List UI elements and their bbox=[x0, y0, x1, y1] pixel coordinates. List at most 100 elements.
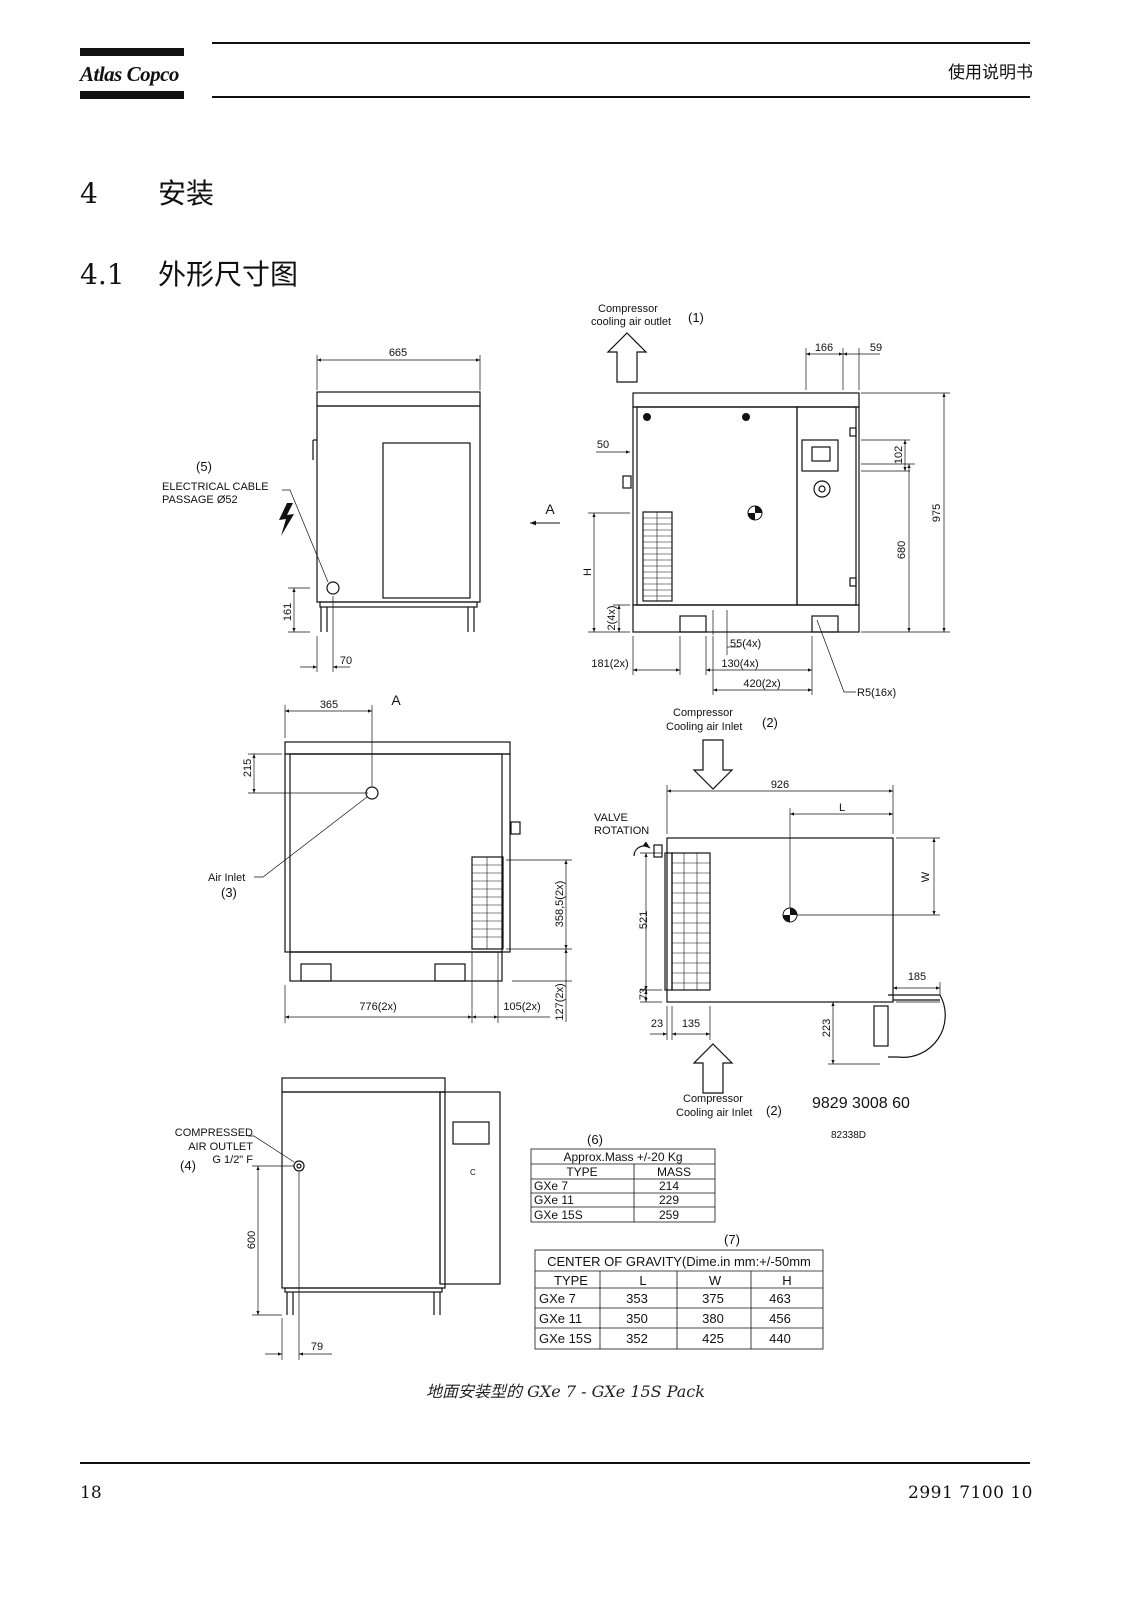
logo-wordmark: Atlas Copco bbox=[80, 62, 179, 86]
dim-223: 223 bbox=[821, 1019, 833, 1037]
mass-table-cell: 259 bbox=[659, 1208, 679, 1222]
dim-975: 975 bbox=[931, 504, 943, 522]
dim-365: 365 bbox=[320, 699, 338, 711]
outlet-number: (4) bbox=[180, 1158, 196, 1173]
mass-table-cell: 214 bbox=[659, 1179, 679, 1193]
inlet-bottom-line2: Cooling air Inlet bbox=[676, 1107, 752, 1119]
dim-73: 73 bbox=[638, 988, 650, 1000]
mass-table-header-mass: MASS bbox=[657, 1165, 691, 1179]
dim-h: H bbox=[582, 568, 594, 576]
cog-table-cell: 353 bbox=[626, 1291, 648, 1306]
valve-rotation-line2: ROTATION bbox=[594, 825, 649, 837]
air-inlet-number: (3) bbox=[221, 885, 237, 900]
chapter-title: 安装 bbox=[158, 177, 215, 210]
cog-table-header-l: L bbox=[639, 1273, 646, 1288]
mass-table-header-type: TYPE bbox=[566, 1165, 597, 1179]
cog-table-cell: 463 bbox=[769, 1291, 791, 1306]
inlet-top-number: (2) bbox=[762, 715, 778, 730]
view-a-drawing bbox=[284, 741, 521, 982]
cooling-outlet-arrow-icon bbox=[606, 332, 648, 383]
cog-table-cell: GXe 15S bbox=[539, 1331, 592, 1346]
cable-callout-line1: ELECTRICAL CABLE bbox=[162, 481, 269, 493]
section-number: 4.1 bbox=[80, 258, 125, 291]
dim-l: L bbox=[839, 802, 845, 814]
electrical-hazard-icon bbox=[279, 503, 294, 536]
dim-166: 166 bbox=[815, 342, 833, 354]
dim-127: 127(2x) bbox=[554, 983, 566, 1020]
cooling-inlet-bottom-arrow-icon bbox=[692, 1043, 734, 1094]
mass-table-title: Approx.Mass +/-20 Kg bbox=[563, 1150, 682, 1164]
dim-776: 776(2x) bbox=[359, 1001, 396, 1013]
top-view-drawing bbox=[653, 837, 946, 1058]
dim-358-5: 358,5(2x) bbox=[554, 881, 566, 927]
logo-bar-top bbox=[80, 48, 184, 56]
outlet-line2: AIR OUTLET bbox=[188, 1141, 253, 1153]
cog-table: (7) CENTER OF GRAVITY(Dime.in mm:+/-50mm… bbox=[534, 1232, 824, 1350]
cog-table-header-h: H bbox=[782, 1273, 791, 1288]
lifting-hole-left bbox=[643, 413, 651, 421]
inlet-top-line1: Compressor bbox=[673, 707, 733, 719]
dim-2x4: 2(4x) bbox=[606, 605, 618, 630]
section-title: 外形尺寸图 bbox=[158, 258, 299, 291]
view-a-title: A bbox=[391, 692, 401, 708]
cog-table-number: (7) bbox=[724, 1232, 740, 1247]
mass-table-cell: GXe 15S bbox=[534, 1208, 583, 1222]
view-a-grille bbox=[472, 857, 503, 949]
cooling-outlet-line1: Compressor bbox=[598, 303, 658, 315]
front-view-drawing bbox=[622, 392, 860, 633]
cog-table-cell: GXe 7 bbox=[539, 1291, 576, 1306]
dim-50: 50 bbox=[597, 439, 609, 451]
dim-665: 665 bbox=[389, 347, 407, 359]
side-view-dimensions bbox=[282, 355, 481, 672]
section-heading: 4.1 外形尺寸图 bbox=[80, 253, 298, 293]
header-doc-type: 使用说明书 bbox=[948, 63, 1033, 83]
dim-23: 23 bbox=[651, 1018, 663, 1030]
dimension-drawing: 665 161 70 (5) ELECTRICAL CABLE PASSAGE … bbox=[162, 303, 950, 1360]
dim-r5: R5(16x) bbox=[857, 687, 896, 699]
cog-table-cell: 456 bbox=[769, 1311, 791, 1326]
dim-161: 161 bbox=[282, 603, 294, 621]
chapter-number: 4 bbox=[80, 177, 98, 210]
rear-view-drawing bbox=[281, 1077, 501, 1315]
dim-420: 420(2x) bbox=[743, 678, 780, 690]
inlet-bottom-number: (2) bbox=[766, 1103, 782, 1118]
outlet-line3: G 1/2" F bbox=[212, 1154, 253, 1166]
dim-102: 102 bbox=[893, 446, 905, 464]
mass-table-cell: GXe 11 bbox=[534, 1193, 574, 1207]
cable-callout-number: (5) bbox=[196, 459, 212, 474]
dim-105: 105(2x) bbox=[503, 1001, 540, 1013]
chapter-heading: 4 安装 bbox=[80, 172, 214, 212]
logo-bar-bottom bbox=[80, 91, 184, 99]
cooling-outlet-line2: cooling air outlet bbox=[591, 316, 671, 328]
cog-table-header-type: TYPE bbox=[554, 1273, 588, 1288]
top-view-grille bbox=[672, 853, 710, 990]
dim-135: 135 bbox=[682, 1018, 700, 1030]
mass-table: (6) Approx.Mass +/-20 Kg TYPE MASS GXe 7… bbox=[530, 1132, 716, 1223]
atlas-copco-logo: Atlas Copco bbox=[80, 48, 184, 100]
front-view-dimensions bbox=[588, 348, 950, 695]
cable-callout-line2: PASSAGE Ø52 bbox=[162, 494, 238, 506]
mass-table-cell: GXe 7 bbox=[534, 1179, 568, 1193]
dim-680: 680 bbox=[896, 541, 908, 559]
rear-mark-c: C bbox=[470, 1168, 476, 1177]
valve-rotation-line1: VALVE bbox=[594, 812, 628, 824]
air-inlet-label: Air Inlet bbox=[208, 872, 245, 884]
page-number: 18 bbox=[80, 1483, 102, 1503]
cog-table-cell: 352 bbox=[626, 1331, 648, 1346]
dim-55: 55(4x) bbox=[730, 638, 761, 650]
cog-table-header-w: W bbox=[709, 1273, 722, 1288]
header-rule-bottom bbox=[212, 96, 1030, 98]
cooling-inlet-top-arrow-icon bbox=[692, 739, 734, 790]
dim-215: 215 bbox=[242, 759, 254, 777]
rear-view-dimensions bbox=[248, 1135, 332, 1360]
dim-926: 926 bbox=[771, 779, 789, 791]
top-view-dimensions bbox=[640, 785, 941, 1065]
cooling-outlet-number: (1) bbox=[688, 310, 704, 325]
front-view-grille bbox=[643, 512, 672, 601]
cog-table-cell: 440 bbox=[769, 1331, 791, 1346]
inlet-bottom-line1: Compressor bbox=[683, 1093, 743, 1105]
side-view-drawing bbox=[312, 391, 481, 632]
dim-59: 59 bbox=[870, 342, 882, 354]
drawing-number: 82338D bbox=[831, 1130, 866, 1141]
view-a-label: A bbox=[545, 501, 555, 517]
